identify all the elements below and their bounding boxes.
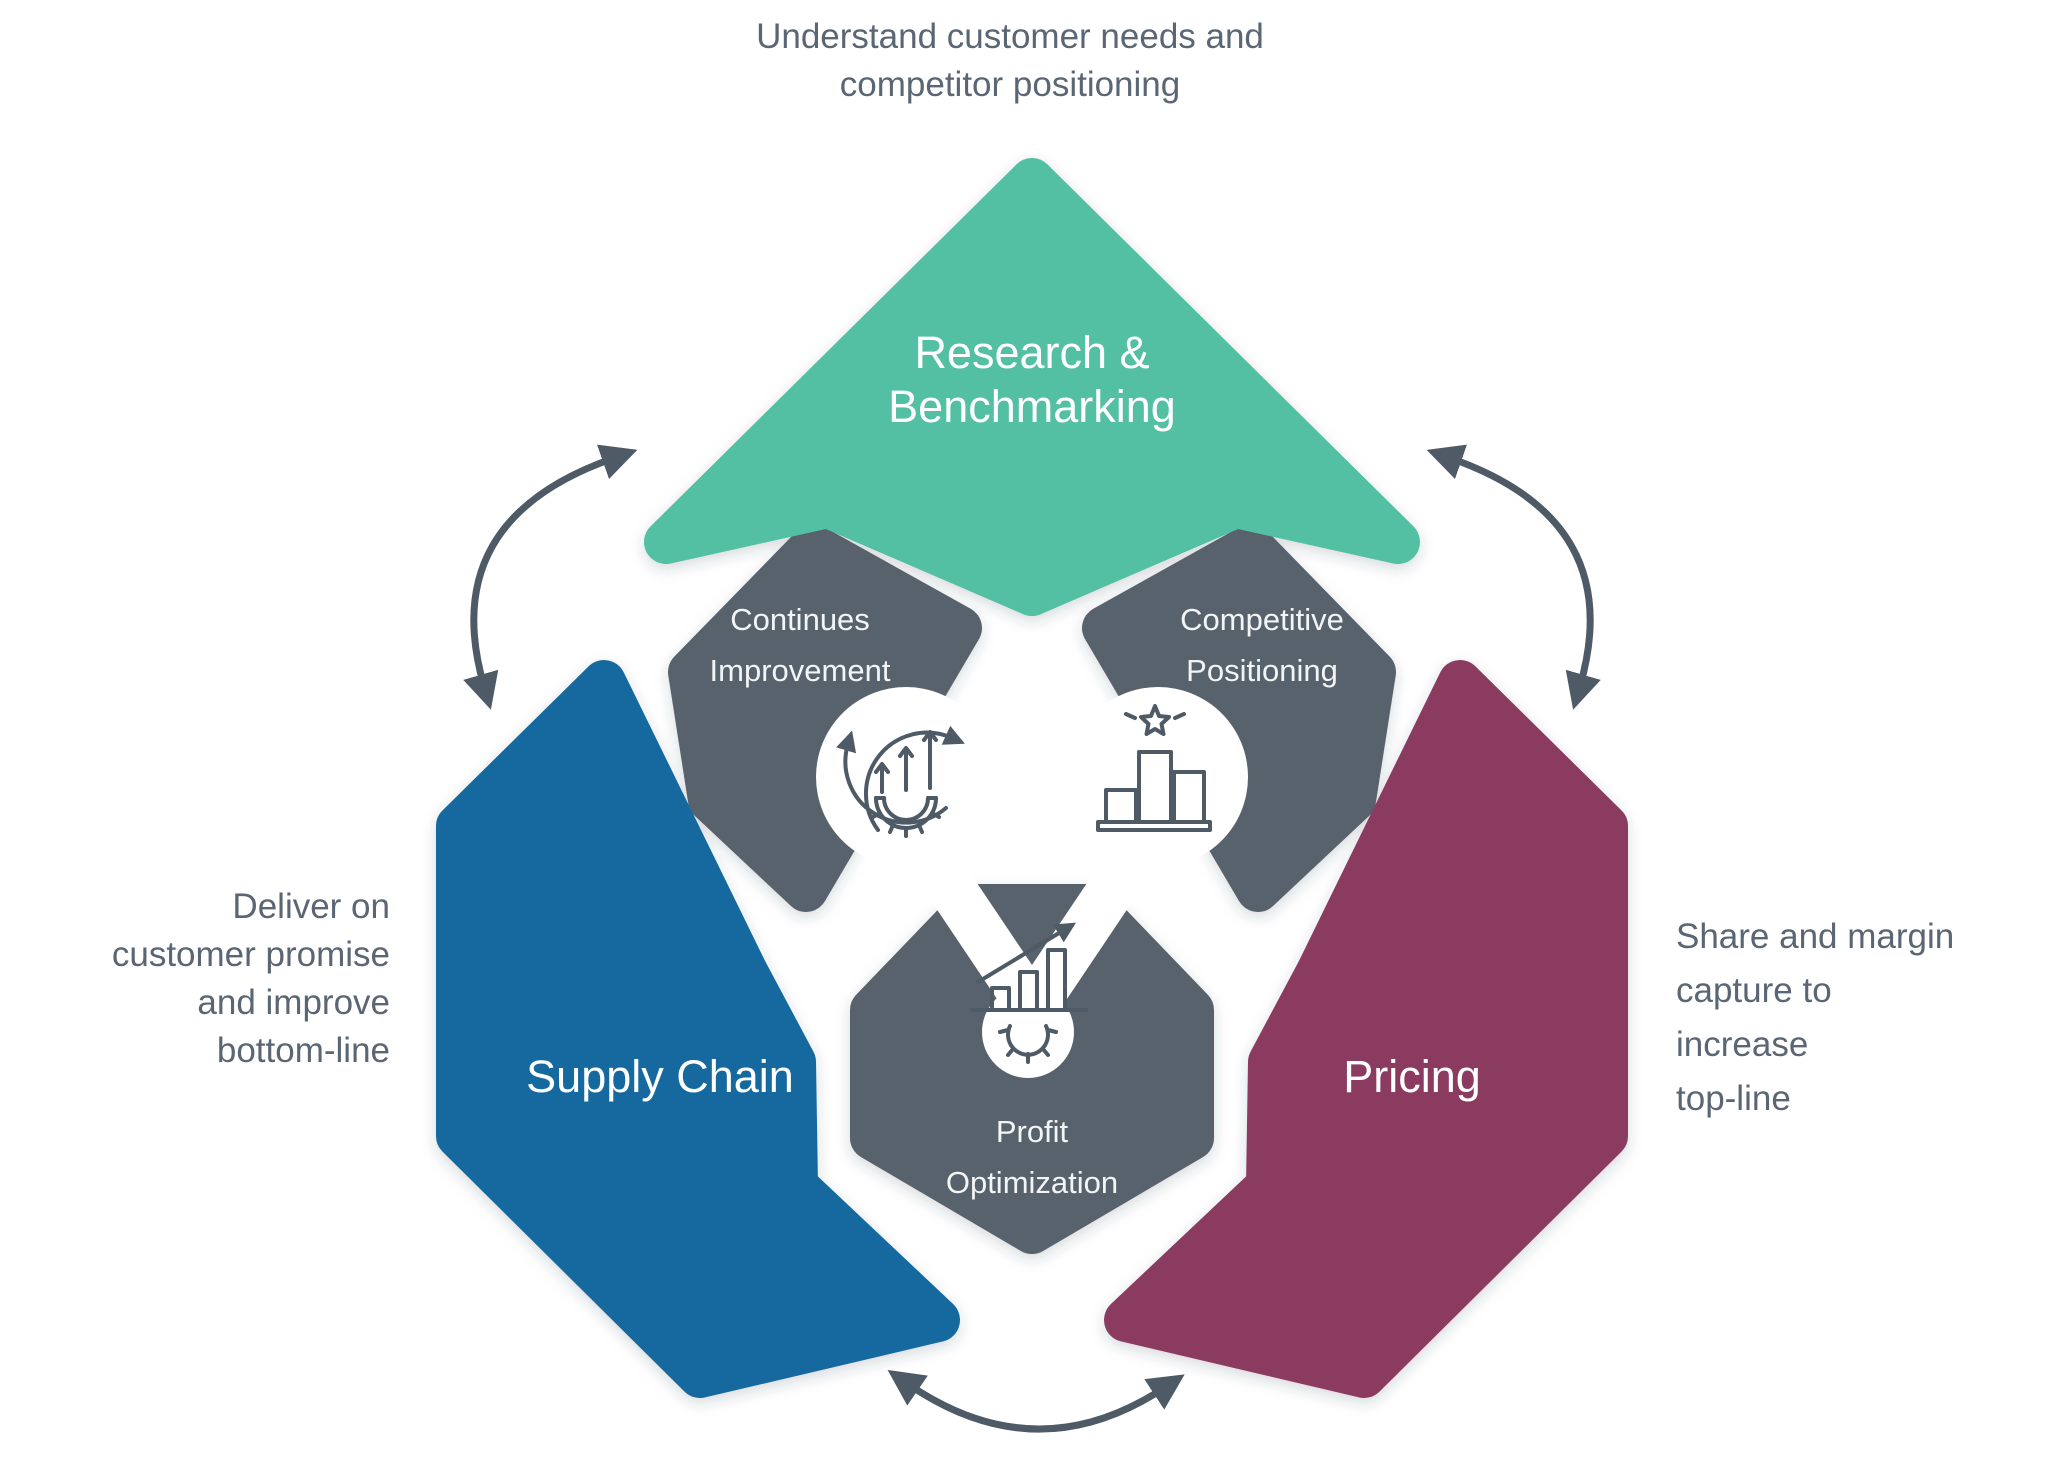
pricing-annotation-line2: capture to xyxy=(1676,971,1832,1010)
connector-supplychain-pricing-arrow xyxy=(887,1369,1185,1433)
profit-optimization-line2: Optimization xyxy=(946,1165,1118,1200)
pricing-annotation: Share and margin capture to increase top… xyxy=(1676,917,1954,1118)
pricing-annotation-line4: top-line xyxy=(1676,1079,1791,1118)
supply-chain-annotation-line4: bottom-line xyxy=(217,1031,390,1070)
continues-improvement-line1: Continues xyxy=(730,602,870,637)
continues-improvement-shape xyxy=(668,524,982,912)
pricing-annotation-line1: Share and margin xyxy=(1676,917,1954,956)
bottom-icon-pocket xyxy=(982,986,1074,1078)
supply-chain-annotation-line3: and improve xyxy=(197,983,390,1022)
podium-star-icon xyxy=(1096,704,1212,832)
competitive-positioning-line2: Positioning xyxy=(1186,653,1338,688)
pricing-label: Pricing xyxy=(1343,1051,1481,1102)
research-annotation-line1: Understand customer needs and xyxy=(756,17,1264,56)
profit-optimization-line1: Profit xyxy=(996,1114,1069,1149)
growth-chart-gear-icon xyxy=(970,922,1088,1064)
supply-chain-shape xyxy=(436,660,960,1398)
competitive-positioning-shape xyxy=(1082,524,1396,912)
supply-chain-label: Supply Chain xyxy=(526,1051,794,1102)
supply-chain-annotation-line1: Deliver on xyxy=(232,887,390,926)
circular-arrows-gear-growth-icon xyxy=(836,725,965,838)
supply-chain-annotation: Deliver on customer promise and improve … xyxy=(112,887,390,1070)
research-annotation: Understand customer needs and competitor… xyxy=(756,17,1264,104)
research-label-line2: Benchmarking xyxy=(888,381,1176,432)
research-benchmarking-shape xyxy=(644,158,1420,616)
competitive-positioning-line1: Competitive xyxy=(1180,602,1344,637)
supply-chain-annotation-line2: customer promise xyxy=(112,935,390,974)
research-annotation-line2: competitor positioning xyxy=(840,65,1180,104)
research-benchmarking-label: Research & Benchmarking xyxy=(888,327,1176,432)
competitive-positioning-label: Competitive Positioning xyxy=(1180,602,1344,688)
connector-research-pricing-arrow xyxy=(1426,444,1601,710)
pricing-shape xyxy=(1104,660,1628,1398)
continues-improvement-line2: Improvement xyxy=(710,653,891,688)
continues-improvement-label: Continues Improvement xyxy=(710,602,891,688)
profit-optimization-label: Profit Optimization xyxy=(946,1114,1118,1200)
research-label-line1: Research & xyxy=(914,327,1149,378)
connector-research-supplychain-arrow xyxy=(463,444,638,710)
continues-improvement-hexagon xyxy=(668,524,982,912)
pricing-annotation-line3: increase xyxy=(1676,1025,1808,1064)
competitive-positioning-hexagon xyxy=(1082,524,1396,912)
